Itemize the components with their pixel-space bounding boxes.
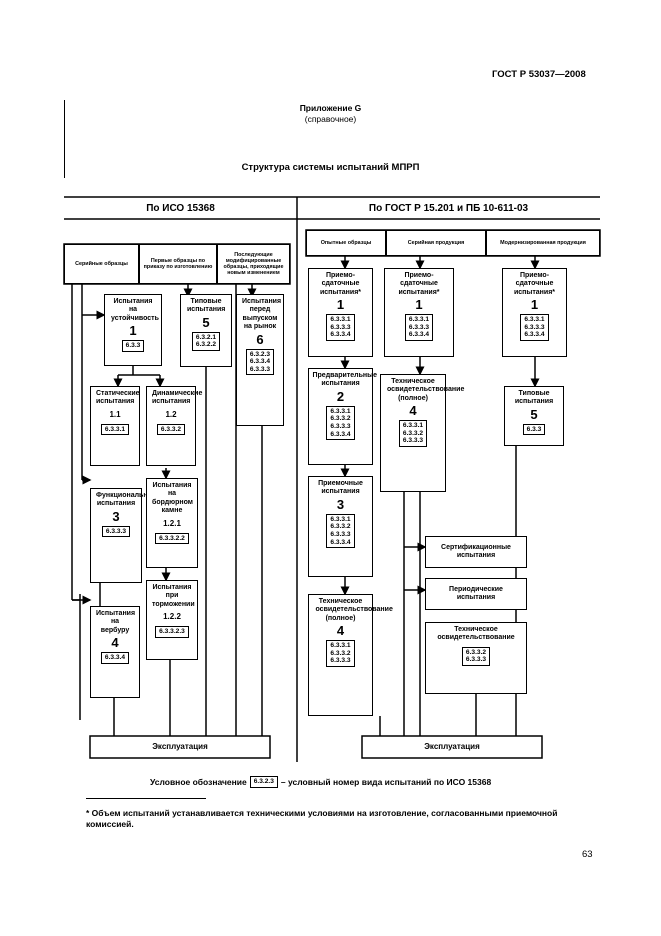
box-number: 1 xyxy=(415,297,423,313)
box-number: 1 xyxy=(336,297,345,313)
box-label: Испытания перед выпуском на рынок xyxy=(242,298,282,331)
box-label: Типовые испытания xyxy=(187,298,226,314)
box-number: 1.2.2 xyxy=(163,612,181,622)
left-col-header-2: Первые образцы по приказу по изготовлени… xyxy=(139,244,217,284)
box-label: Техническое освидетельствование (полное) xyxy=(315,598,393,622)
box-number: 1.2 xyxy=(165,409,177,419)
test-box-inspection-serial: Техническое освидетельствование (полное)… xyxy=(380,374,465,492)
left-col-header-1: Серийные образцы xyxy=(64,244,139,284)
legend-suffix: – условный номер вида испытаний по ИСО 1… xyxy=(280,776,492,787)
doc-number: ГОСТ Р 53037—2008 xyxy=(492,69,586,80)
box-number: 3 xyxy=(336,496,345,512)
vertical-rule xyxy=(64,100,65,178)
box-number: 1.2.1 xyxy=(163,518,181,528)
test-box-dynamic: Динамические испытания 1.2 6.3.3.2 xyxy=(146,386,203,466)
box-number: 5 xyxy=(202,314,210,330)
box-number: 5 xyxy=(530,406,538,422)
test-box-type-modernized: Типовые испытания 5 6.3.3 xyxy=(504,386,564,446)
test-code: 6.3.3.2.3 xyxy=(155,626,189,638)
test-box-premarket: Испытания перед выпуском на рынок 6 6.3.… xyxy=(236,294,284,426)
page-number: 63 xyxy=(582,849,593,860)
box-label: Приемочные испытания xyxy=(318,480,363,496)
legend-prefix: Условное обозначение xyxy=(150,776,247,787)
test-box-tipping: Испытания на вербуру 4 6.3.3.4 xyxy=(90,606,140,698)
left-heading: По ИСО 15368 xyxy=(146,203,215,214)
test-code: 6.3.3.2.2 xyxy=(155,532,189,545)
box-label: Приемо-сдаточные испытания* xyxy=(513,272,556,296)
box-label: Предварительные испытания xyxy=(312,372,378,388)
test-code: 6.3.3.3 xyxy=(101,525,131,538)
test-box-stability: Испытания на устойчивость 1 6.3.3 xyxy=(104,294,162,366)
legend: Условное обозначение 6.3.2.3 – условный … xyxy=(150,776,491,788)
right-col-header-1: Опытные образцы xyxy=(306,230,386,256)
box-label: Приемо-сдаточные испытания* xyxy=(319,272,362,296)
box-label: Приемо-сдаточные испытания* xyxy=(398,272,440,296)
right-heading: По ГОСТ Р 15.201 и ПБ 10-611-03 xyxy=(368,203,529,214)
right-col-header-2: Серийная продукция xyxy=(386,230,486,256)
box-number: 4 xyxy=(409,403,417,419)
appendix-subtitle: (справочное) xyxy=(304,114,357,124)
box-label: Периодические испытания xyxy=(449,585,503,601)
right-col-header-3: Модернизированная продукция xyxy=(486,230,600,256)
test-box-static: Статические испытания 1.1 6.3.3.1 xyxy=(90,386,140,466)
box-number: 4 xyxy=(111,635,119,651)
box-label: Техническое освидетельствование (полное) xyxy=(387,378,465,402)
test-code: 6.3.3.2 xyxy=(156,423,186,436)
box-label: Сертификационные испытания xyxy=(441,543,511,559)
left-exploitation: Эксплуатация xyxy=(152,742,208,751)
test-box-functional: Функциональные испытания 3 6.3.3.3 xyxy=(90,488,158,583)
box-label: Испытания на устойчивость xyxy=(111,298,159,322)
box-label: Типовые испытания xyxy=(514,390,554,406)
footnote: * Объем испытаний устанавливается технич… xyxy=(86,808,558,829)
box-label: Испытания на бордюрном камне xyxy=(152,482,193,515)
test-code: 6.3.3.4 xyxy=(100,652,130,664)
box-number: 1 xyxy=(530,297,539,313)
box-label: Техническое освидетельствование xyxy=(437,626,515,642)
section-title: Структура системы испытаний МПРП xyxy=(241,162,420,173)
test-code: 6.3.3 xyxy=(522,423,546,436)
box-number: 4 xyxy=(336,623,345,639)
test-code: 6.3.3 xyxy=(121,340,145,352)
test-box-curb: Испытания на бордюрном камне 1.2.1 6.3.3… xyxy=(146,478,198,568)
box-number: 1.1 xyxy=(109,409,121,419)
test-box-certification: Сертификационные испытания xyxy=(425,536,527,568)
box-label: Испытания при торможении xyxy=(152,584,195,608)
box-number: 2 xyxy=(336,388,345,404)
box-label: Динамические испытания xyxy=(152,390,203,406)
test-box-periodic: Периодические испытания xyxy=(425,578,527,610)
footnote-rule xyxy=(86,798,206,799)
test-box-braking: Испытания при торможении 1.2.2 6.3.3.2.3 xyxy=(146,580,198,660)
left-col-header-3: Последующие модифицированные образцы, пр… xyxy=(217,244,290,284)
box-label: Испытания на вербуру xyxy=(96,610,136,634)
box-number: 6 xyxy=(256,331,264,347)
right-exploitation: Эксплуатация xyxy=(424,742,480,751)
test-box-inspection-prototype: Техническое освидетельствование (полное)… xyxy=(308,594,393,716)
box-label: Функциональные испытания xyxy=(96,492,158,508)
test-code: 6.3.3.1 xyxy=(100,423,130,436)
box-number: 1 xyxy=(129,323,137,339)
box-number: 3 xyxy=(112,508,120,524)
legend-code: 6.3.2.3 xyxy=(249,776,278,788)
box-label: Статические испытания xyxy=(96,390,140,406)
appendix-title: Приложение G xyxy=(299,103,362,113)
